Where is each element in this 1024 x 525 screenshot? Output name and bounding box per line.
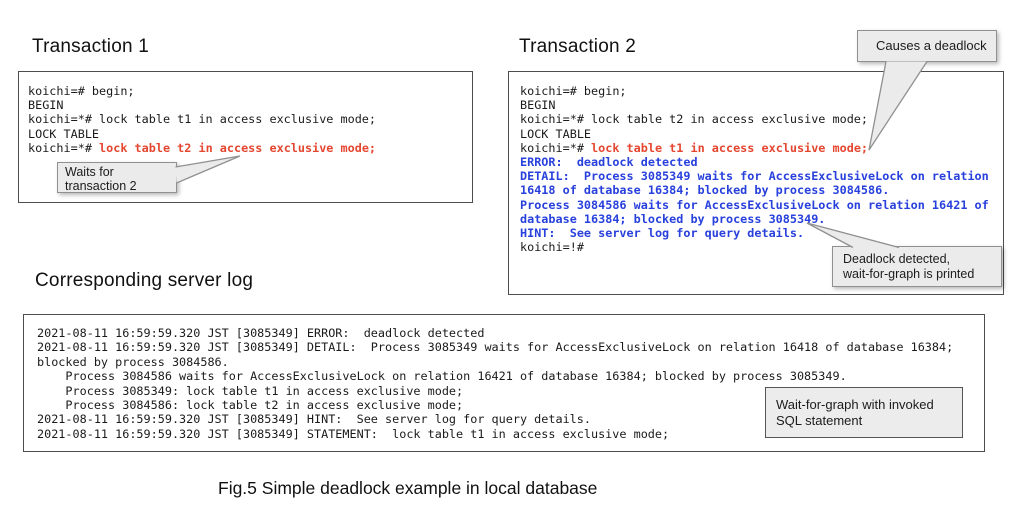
callout-text: Wait-for-graph with invoked <box>776 397 934 412</box>
callout-text: wait-for-graph is printed <box>843 267 975 281</box>
figure-caption: Fig.5 Simple deadlock example in local d… <box>218 478 598 498</box>
callout-text: SQL statement <box>776 413 863 428</box>
callout-waits-for-transaction2: Waits for transaction 2 <box>57 162 177 193</box>
code-line: Process 3084586 waits for AccessExclusiv… <box>520 197 989 212</box>
transaction2-title: Transaction 2 <box>519 36 637 57</box>
code-line: ERROR: deadlock detected <box>520 155 698 170</box>
code-line: 2021-08-11 16:59:59.320 JST [3085349] ST… <box>37 426 670 441</box>
code-line: koichi=# begin; <box>520 84 627 98</box>
code-line: LOCK TABLE <box>28 126 100 141</box>
code-line: koichi=# begin; <box>28 84 135 98</box>
callout-text: Causes a deadlock <box>876 38 987 53</box>
transaction1-title: Transaction 1 <box>32 36 150 57</box>
code-line: koichi=*# lock table t1 in access exclus… <box>28 112 377 127</box>
code-line: LOCK TABLE <box>520 126 592 141</box>
callout-text: Waits for <box>65 165 114 179</box>
server-log-code: 2021-08-11 16:59:59.320 JST [3085349] ER… <box>37 326 953 441</box>
code-line: 2021-08-11 16:59:59.320 JST [3085349] DE… <box>37 340 954 355</box>
code-line: Process 3084586 waits for AccessExclusiv… <box>37 369 847 384</box>
callout-causes-deadlock: Causes a deadlock <box>857 30 997 62</box>
code-line: 2021-08-11 16:59:59.320 JST [3085349] HI… <box>37 412 591 427</box>
server-log-title: Corresponding server log <box>35 270 254 291</box>
code-line: Process 3085349: lock table t1 in access… <box>37 383 464 398</box>
code-line: 2021-08-11 16:59:59.320 JST [3085349] ER… <box>37 326 485 340</box>
code-line: Process 3084586: lock table t2 in access… <box>37 398 464 413</box>
callout-deadlock-detected: Deadlock detected, wait-for-graph is pri… <box>832 246 1002 287</box>
callout-text: transaction 2 <box>65 179 137 193</box>
code-line: koichi=*# lock table t1 in access exclus… <box>520 140 869 155</box>
code-line: DETAIL: Process 3085349 waits for Access… <box>520 169 989 184</box>
code-line: 16418 of database 16384; blocked by proc… <box>520 183 890 198</box>
code-line: koichi=*# lock table t2 in access exclus… <box>28 140 377 155</box>
callout-wait-for-graph: Wait-for-graph with invoked SQL statemen… <box>765 387 963 438</box>
code-line: database 16384; blocked by process 30853… <box>520 211 826 226</box>
code-line: BEGIN <box>28 98 64 113</box>
code-line: BEGIN <box>520 98 556 113</box>
code-line: koichi=!# <box>520 240 584 255</box>
callout-text: Deadlock detected, <box>843 252 951 266</box>
code-line: blocked by process 3084586. <box>37 354 229 369</box>
code-line: HINT: See server log for query details. <box>520 226 805 241</box>
code-line: koichi=*# lock table t2 in access exclus… <box>520 112 869 127</box>
